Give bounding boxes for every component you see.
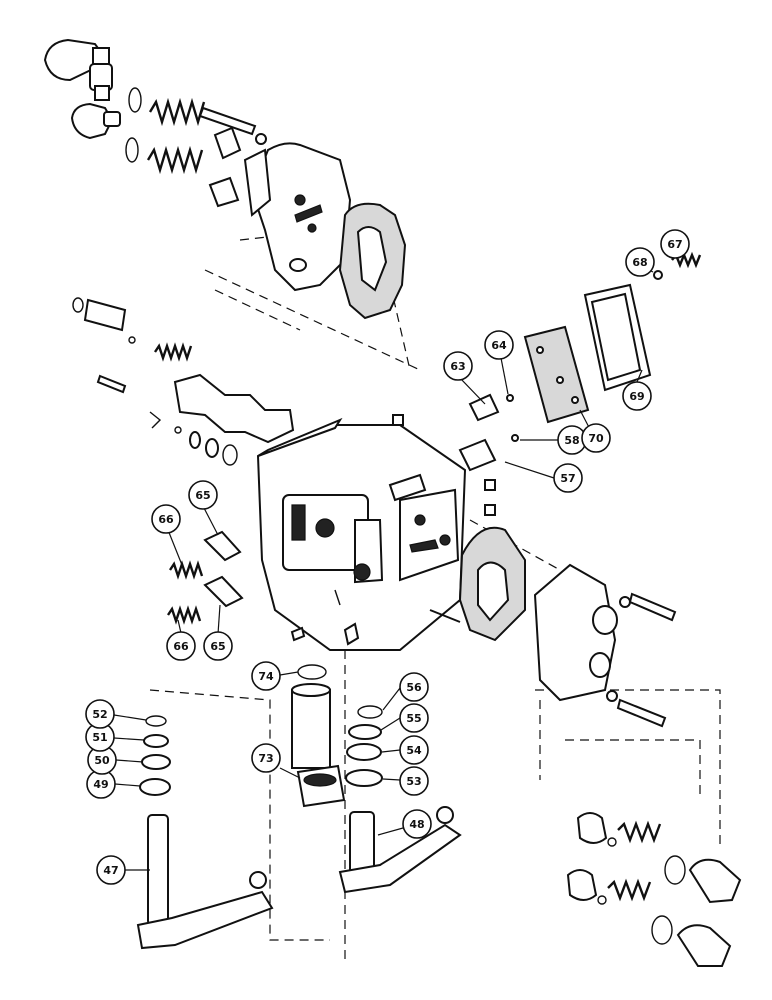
callout-52: 52 xyxy=(85,699,115,729)
right-cover-assembly xyxy=(458,251,702,472)
svg-text:54: 54 xyxy=(406,744,422,757)
lower-right-cover xyxy=(533,563,677,728)
shaft-48 xyxy=(338,806,462,894)
shaft-47 xyxy=(136,814,274,950)
right-ring-stack xyxy=(345,705,383,787)
callout-66-upper: 66 xyxy=(151,504,181,534)
callout-63: 63 xyxy=(443,351,473,381)
spool-parts xyxy=(72,297,295,466)
svg-text:55: 55 xyxy=(406,712,421,725)
svg-text:67: 67 xyxy=(667,238,682,251)
center-sleeve xyxy=(291,664,346,808)
callout-54: 54 xyxy=(399,735,429,765)
callout-65-upper: 65 xyxy=(188,480,218,510)
svg-text:68: 68 xyxy=(632,256,647,269)
callout-70: 70 xyxy=(581,423,611,453)
callout-64: 64 xyxy=(484,330,514,360)
callout-58: 58 xyxy=(557,425,587,455)
svg-text:52: 52 xyxy=(92,708,107,721)
svg-text:74: 74 xyxy=(258,670,274,683)
upper-springs xyxy=(146,97,242,208)
svg-text:51: 51 xyxy=(92,731,107,744)
left-ring-stack xyxy=(139,715,171,796)
left-plungers xyxy=(167,530,244,625)
callout-57: 57 xyxy=(553,463,583,493)
svg-text:50: 50 xyxy=(94,754,110,767)
svg-text:57: 57 xyxy=(560,472,575,485)
upper-gasket xyxy=(338,202,407,320)
upper-fittings xyxy=(43,38,142,163)
callout-48: 48 xyxy=(402,809,432,839)
svg-text:66: 66 xyxy=(173,640,189,653)
svg-text:47: 47 xyxy=(103,864,118,877)
callout-51: 51 xyxy=(85,722,115,752)
svg-text:49: 49 xyxy=(93,778,108,791)
svg-text:63: 63 xyxy=(450,360,465,373)
callout-53: 53 xyxy=(399,766,429,796)
callout-69: 69 xyxy=(622,381,652,411)
svg-text:48: 48 xyxy=(409,818,424,831)
callout-73: 73 xyxy=(251,743,281,773)
callout-74: 74 xyxy=(251,661,281,691)
valve-body xyxy=(256,417,467,651)
svg-text:73: 73 xyxy=(258,752,273,765)
upper-end-cover xyxy=(243,142,352,292)
callouts: 47 48 49 50 51 52 53 54 55 56 57 58 63 6… xyxy=(85,229,690,885)
svg-text:58: 58 xyxy=(564,434,579,447)
callout-67: 67 xyxy=(660,229,690,259)
svg-text:66: 66 xyxy=(158,513,174,526)
svg-text:70: 70 xyxy=(588,432,604,445)
svg-text:53: 53 xyxy=(406,775,421,788)
svg-text:56: 56 xyxy=(406,681,422,694)
svg-text:65: 65 xyxy=(210,640,225,653)
svg-text:64: 64 xyxy=(491,339,507,352)
callout-65-lower: 65 xyxy=(203,631,233,661)
callout-56: 56 xyxy=(399,672,429,702)
svg-text:69: 69 xyxy=(629,390,644,403)
svg-text:65: 65 xyxy=(195,489,210,502)
small-plugs xyxy=(290,414,496,646)
callout-50: 50 xyxy=(87,745,117,775)
callout-47: 47 xyxy=(96,855,126,885)
lower-right-fittings xyxy=(566,812,742,967)
upper-bolt xyxy=(198,106,267,145)
callout-55: 55 xyxy=(399,703,429,733)
callout-68: 68 xyxy=(625,247,655,277)
callout-66-lower: 66 xyxy=(166,631,196,661)
lower-right-gasket xyxy=(458,526,526,642)
